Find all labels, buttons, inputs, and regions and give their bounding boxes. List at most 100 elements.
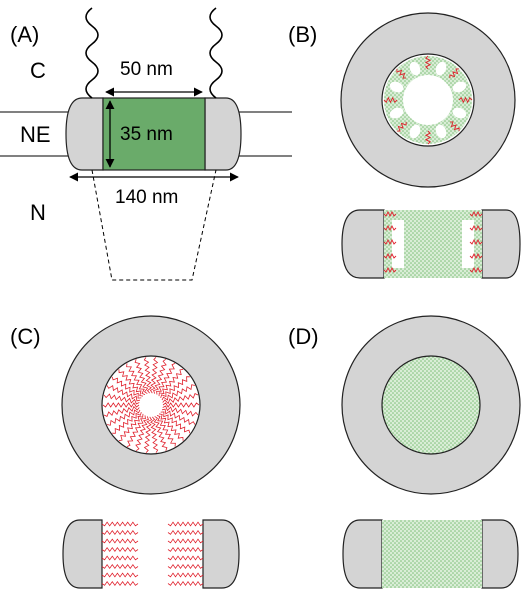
fg-repeat xyxy=(469,238,483,246)
panel-b-side-gap-left xyxy=(392,220,404,268)
cytoplasmic-filament-left xyxy=(85,7,99,99)
panel-b-mesh-gap xyxy=(435,124,447,139)
fg-repeat xyxy=(162,402,200,408)
panel-b-side-scaffold-right xyxy=(481,209,521,279)
panel-b-label: (B) xyxy=(288,22,317,47)
panel-b-mesh-gap xyxy=(389,81,404,93)
fg-repeat xyxy=(156,363,176,395)
fg-repeat xyxy=(112,411,142,434)
panel-b-mesh-gap xyxy=(452,107,467,119)
fg-repeat xyxy=(383,96,398,104)
panel-b-mesh-gap xyxy=(435,61,447,76)
fg-repeat xyxy=(101,530,139,535)
fg-repeat xyxy=(160,411,191,434)
scaffold-left xyxy=(65,97,104,171)
panel-d-side-scaffold-left xyxy=(342,519,383,589)
fg-repeat xyxy=(103,405,140,417)
fg-repeat xyxy=(449,121,460,132)
fg-repeat xyxy=(167,555,204,561)
fg-repeat xyxy=(383,238,397,246)
nuclear-basket xyxy=(91,169,217,281)
pore-height-label: 35 nm xyxy=(120,124,173,145)
panel-c-side-fg-repeats xyxy=(101,521,204,587)
panel-b-central-hole xyxy=(403,75,453,125)
cytoplasm-label: C xyxy=(30,58,46,83)
panel-d: (D) xyxy=(288,315,521,589)
pore-width-label: 50 nm xyxy=(120,59,173,80)
fg-repeat xyxy=(383,266,397,274)
panel-b-mesh-gap xyxy=(389,107,404,119)
fg-repeat xyxy=(167,546,204,553)
panel-d-label: (D) xyxy=(288,324,319,349)
fg-repeat xyxy=(167,529,204,536)
fg-repeat xyxy=(101,538,139,544)
fg-repeat xyxy=(153,358,167,394)
fg-repeat xyxy=(162,405,199,417)
panel-a: (A) C NE N 50 nm 35 nm 140 nm xyxy=(0,7,292,281)
fg-repeat xyxy=(396,68,407,79)
fg-repeat xyxy=(107,409,141,426)
panel-d-side-fg-mesh xyxy=(382,520,482,588)
fg-repeat xyxy=(156,415,176,447)
panel-c: (C) xyxy=(10,315,241,589)
cytoplasmic-filament-right xyxy=(209,7,223,99)
panel-b-side-gap-right xyxy=(462,220,474,268)
panel-b-mesh-gap xyxy=(409,61,421,76)
fg-repeat xyxy=(161,384,195,401)
nuclear-envelope-label: NE xyxy=(20,122,51,147)
fg-repeat xyxy=(396,121,407,132)
fg-repeat xyxy=(118,369,144,397)
panel-d-side-scaffold-right xyxy=(481,519,519,589)
fg-repeat xyxy=(167,563,204,570)
panel-b-side-channel xyxy=(383,210,483,278)
fg-repeat xyxy=(167,572,204,578)
fg-repeat xyxy=(167,521,204,527)
fg-repeat xyxy=(134,359,149,394)
fg-repeat xyxy=(150,416,159,453)
panel-b-fg-repeats xyxy=(383,55,473,145)
fg-repeat xyxy=(458,96,473,104)
fg-repeat xyxy=(469,266,483,274)
panel-b-mesh-gap xyxy=(452,81,467,93)
fg-repeat xyxy=(101,581,139,586)
fg-repeat xyxy=(153,416,168,451)
fg-repeat xyxy=(469,252,483,260)
fg-repeat xyxy=(143,416,153,453)
fg-repeat xyxy=(106,385,141,402)
nucleus-label: N xyxy=(30,200,46,225)
fg-repeat xyxy=(101,572,139,578)
panel-c-side-scaffold-left xyxy=(62,519,103,589)
fg-repeat xyxy=(160,376,190,399)
fg-repeat xyxy=(161,408,196,425)
fg-repeat xyxy=(101,547,139,552)
fg-repeat xyxy=(424,130,432,145)
fg-repeat xyxy=(449,68,460,79)
fg-repeat xyxy=(143,357,152,394)
fg-repeat xyxy=(383,210,397,218)
panel-b-side-scaffold-left xyxy=(341,209,385,279)
fg-repeat xyxy=(424,55,432,70)
fg-repeat xyxy=(469,210,483,218)
fg-repeat xyxy=(167,580,204,587)
fg-repeat xyxy=(101,564,139,569)
fg-repeat xyxy=(158,368,184,397)
scaffold-right xyxy=(204,97,242,171)
panel-b: (B) xyxy=(288,12,521,279)
central-channel xyxy=(102,97,206,171)
panel-c-side-scaffold-right xyxy=(202,519,240,589)
fg-repeat xyxy=(118,413,144,442)
fg-repeat xyxy=(111,376,142,399)
fg-repeat xyxy=(126,415,146,447)
fg-repeat xyxy=(102,402,140,408)
fg-repeat xyxy=(103,393,140,405)
fg-repeat xyxy=(158,413,184,441)
fg-repeat xyxy=(162,393,199,405)
fg-repeat xyxy=(469,224,483,232)
fg-repeat xyxy=(167,538,204,544)
panel-c-label: (C) xyxy=(10,324,41,349)
fg-repeat xyxy=(383,252,397,260)
fg-repeat xyxy=(101,555,139,561)
fg-repeat xyxy=(149,357,159,394)
outer-width-label: 140 nm xyxy=(115,187,178,208)
